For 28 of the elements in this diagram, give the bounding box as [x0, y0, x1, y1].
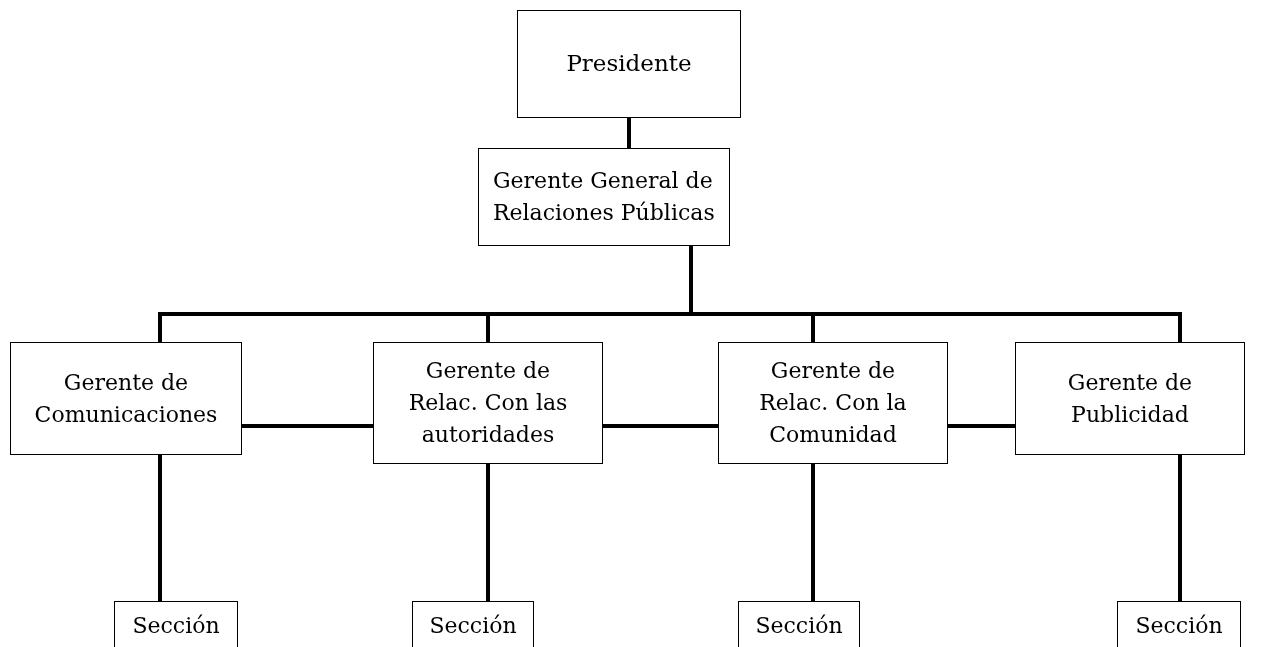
box-label: Sección — [755, 612, 843, 640]
box-label: Gerente de Comunicaciones — [33, 368, 219, 429]
box-label: Gerente de Relac. Con las autoridades — [407, 357, 569, 449]
org-box — [1117, 601, 1241, 647]
box-label: Presidente — [566, 49, 692, 79]
connector-line — [242, 424, 373, 428]
box-label: Gerente de Publicidad — [1066, 368, 1194, 429]
org-box — [114, 601, 238, 647]
box-label: Sección — [429, 612, 517, 640]
connector-line — [811, 464, 815, 601]
connector-line — [627, 118, 631, 148]
org-box — [373, 342, 603, 464]
box-label: Sección — [1135, 612, 1223, 640]
connector-line — [486, 464, 490, 601]
box-label: Gerente de Relac. Con la Comunidad — [758, 357, 908, 449]
org-box — [517, 10, 741, 118]
org-box — [738, 601, 860, 647]
org-box — [718, 342, 948, 464]
org-box — [10, 342, 242, 455]
connector-line — [603, 424, 718, 428]
org-box — [1015, 342, 1245, 455]
box-label: Gerente General de Relaciones Públicas — [493, 167, 715, 227]
connector-line — [1178, 455, 1182, 601]
org-box — [478, 148, 730, 246]
box-label: Sección — [132, 612, 220, 640]
org-box — [412, 601, 534, 647]
connector-line — [948, 424, 1015, 428]
connector-line — [158, 455, 162, 601]
